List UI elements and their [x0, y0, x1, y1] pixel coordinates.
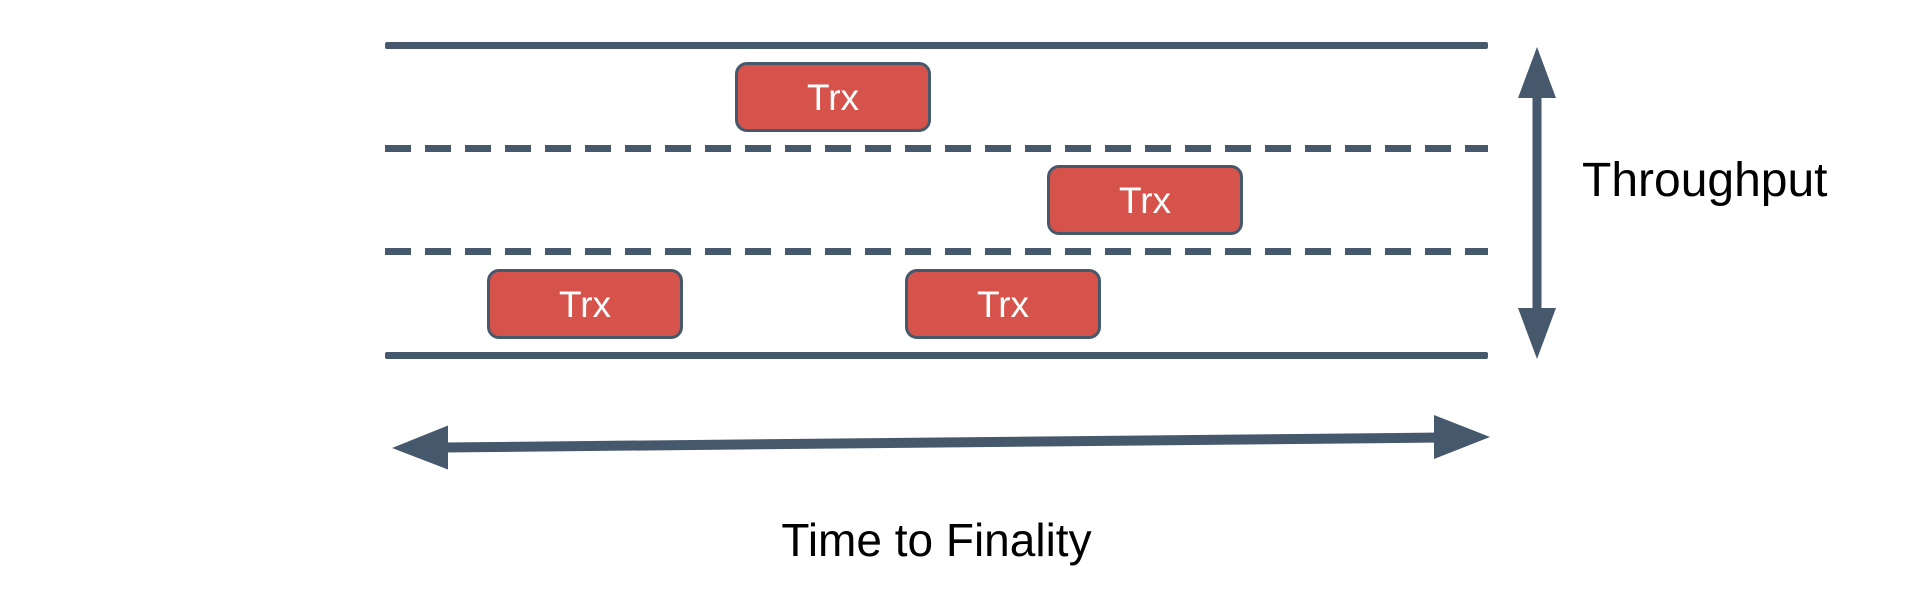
- trx-box: Trx: [735, 62, 931, 132]
- lane-edge-top: [385, 42, 1488, 49]
- time-to-finality-arrow-icon: [392, 415, 1490, 470]
- throughput-label: Throughput: [1582, 154, 1828, 207]
- trx-label: Trx: [1118, 179, 1172, 221]
- lane-divider-2: [385, 248, 1488, 255]
- trx-label: Trx: [558, 283, 612, 325]
- throughput-arrow-icon: [1518, 47, 1556, 359]
- lane-divider-1: [385, 145, 1488, 152]
- trx-box: Trx: [1047, 165, 1243, 235]
- time-to-finality-label: Time to Finality: [781, 514, 1092, 566]
- trx-label: Trx: [806, 76, 860, 118]
- trx-box: Trx: [487, 269, 683, 339]
- trx-label: Trx: [976, 283, 1030, 325]
- lane-edge-bottom: [385, 352, 1488, 359]
- trx-box: Trx: [905, 269, 1101, 339]
